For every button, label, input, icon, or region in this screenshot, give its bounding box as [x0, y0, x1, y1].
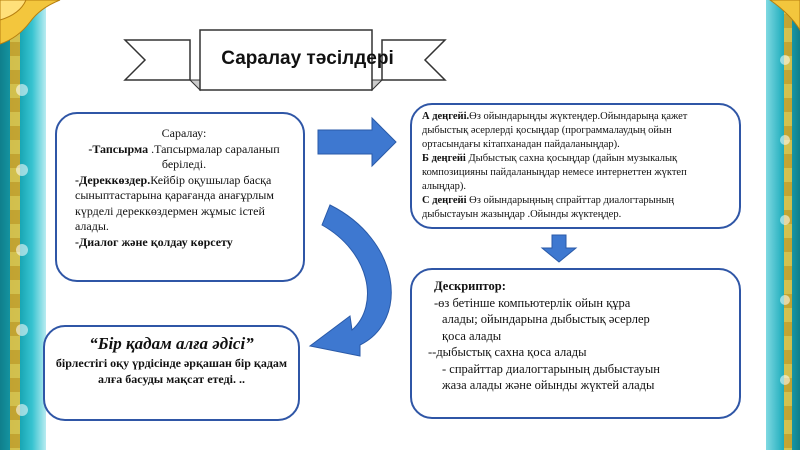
arrow-down-icon	[540, 234, 578, 263]
differentiation-heading: Саралау:	[161, 126, 207, 140]
right-ornament-band	[784, 0, 792, 450]
left-ornament-border	[0, 0, 46, 450]
method-title: “Бір қадам алға әдісі”	[89, 334, 254, 353]
right-ornament-border	[766, 0, 800, 450]
page-title: Саралау тәсілдері	[221, 48, 394, 69]
arrow-right-icon	[317, 116, 397, 168]
task-text: .Тапсырмалар сараланып беріледі.	[148, 141, 280, 172]
level-c-text: Өз ойындарыңның спрайттар диалогтарының …	[422, 195, 675, 220]
level-a: А деңгейі.Өз ойындарыңды жүктеңдер.Ойынд…	[422, 110, 729, 152]
task-label: -Тапсырма	[88, 141, 149, 156]
differentiation-box: Саралау: -Тапсырма .Тапсырмалар сараланы…	[55, 112, 305, 282]
level-c: С деңгейі Өз ойындарыңның спрайттар диал…	[422, 194, 729, 222]
level-c-label: С деңгейі	[422, 195, 467, 206]
level-a-text: Өз ойындарыңды жүктеңдер.Ойындарыңа қаже…	[422, 111, 688, 150]
task-item: -Тапсырма .Тапсырмалар сараланып берілед…	[75, 142, 293, 173]
method-box: “Бір қадам алға әдісі” бірлестігі оқу үр…	[43, 325, 300, 421]
descriptor-line: алады; ойындарына дыбыстық әсерлер	[442, 312, 650, 326]
level-b-label: Б деңгейі	[422, 153, 466, 164]
descriptor-line: -өз бетінше компьютерлік ойын құра	[434, 295, 631, 310]
descriptor-box: Дескриптор: -өз бетінше компьютерлік ойы…	[410, 268, 741, 419]
sources-text: Кейбір оқушылар басқа сыныптастарына қар…	[75, 172, 274, 234]
descriptor-line: қоса алады	[442, 328, 502, 343]
left-ornament-band	[10, 0, 20, 450]
title-banner	[123, 29, 447, 92]
level-a-label: А деңгейі.	[422, 111, 470, 122]
descriptor-heading: Дескриптор:	[434, 279, 506, 293]
sources-label: -Дереккөздер.	[75, 172, 151, 187]
sources-item: -Дереккөздер.Кейбір оқушылар басқа сынып…	[75, 173, 293, 235]
level-b: Б деңгейі Дыбыстық сахна қосыңдар (дайын…	[422, 152, 729, 194]
level-b-text: Дыбыстық сахна қосыңдар (дайын музыкалық…	[422, 153, 687, 192]
curved-arrow-icon	[308, 204, 392, 357]
dialog-item: -Диалог және қолдау көрсету	[75, 234, 233, 249]
levels-box: А деңгейі.Өз ойындарыңды жүктеңдер.Ойынд…	[410, 103, 741, 229]
descriptor-line: --дыбыстық сахна қоса алады	[428, 345, 587, 359]
descriptor-line: - спрайттар диалогтарының дыбыстауын	[442, 361, 660, 376]
method-text: бірлестігі оқу үрдісінде әрқашан бір қад…	[55, 356, 288, 386]
descriptor-line: жаза алады және ойынды жүктей алады	[442, 378, 655, 392]
